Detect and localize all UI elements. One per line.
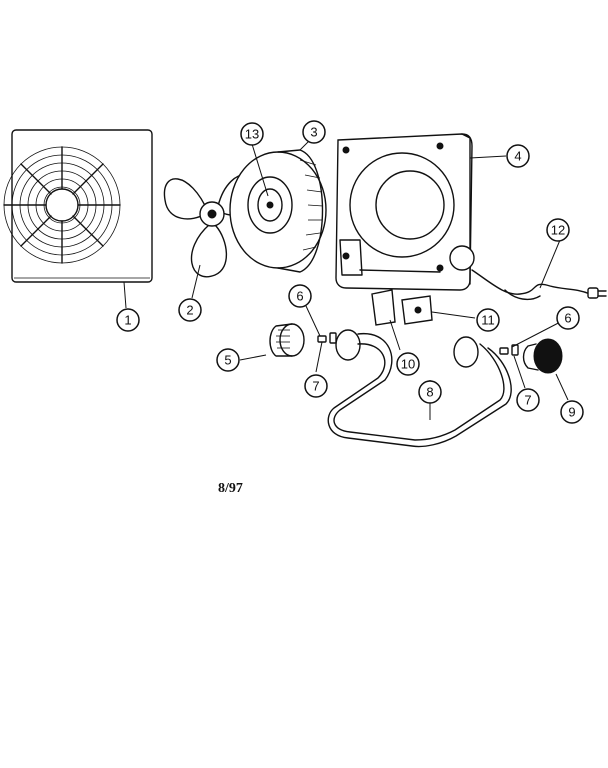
callout-label: 10 [401, 357, 415, 372]
callout-4: 4 [506, 144, 530, 168]
callout-label: 6 [296, 289, 303, 304]
callout-label: 7 [524, 393, 531, 408]
callout-label: 7 [312, 379, 319, 394]
callout-label: 8 [426, 385, 433, 400]
callout-5: 5 [216, 348, 240, 372]
callout-label: 9 [568, 405, 575, 420]
callout-3: 3 [302, 120, 326, 144]
callout-label: 3 [310, 125, 317, 140]
callout-2: 2 [178, 298, 202, 322]
callout-1: 1 [116, 308, 140, 332]
callout-8: 8 [418, 380, 442, 404]
leader-lines [123, 139, 569, 420]
callout-label: 13 [245, 127, 259, 142]
callout-label: 1 [124, 313, 131, 328]
part-rear-housing [335, 133, 475, 291]
part-switch-bracket [371, 289, 433, 326]
callout-11: 11 [476, 308, 500, 332]
part-motor [247, 176, 293, 234]
callout-12: 12 [546, 218, 570, 242]
callout-6-right: 6 [556, 306, 580, 330]
callout-label: 12 [551, 223, 565, 238]
callout-7-right: 7 [516, 388, 540, 412]
part-left-knob [269, 323, 305, 357]
part-screws-spacers [317, 332, 519, 356]
callout-label: 4 [514, 149, 521, 164]
callout-label: 2 [186, 303, 193, 318]
callout-label: 5 [224, 353, 231, 368]
callout-9: 9 [560, 400, 584, 424]
date-code: 8/97 [218, 481, 243, 496]
callout-10: 10 [396, 352, 420, 376]
part-power-cord [471, 269, 607, 301]
part-front-grille [3, 129, 153, 283]
callout-6-left: 6 [288, 284, 312, 308]
part-stand [327, 329, 512, 448]
callout-13: 13 [240, 122, 264, 146]
callout-label: 6 [564, 311, 571, 326]
callout-7-left: 7 [304, 374, 328, 398]
callout-label: 11 [481, 313, 495, 328]
part-right-knob [522, 338, 563, 374]
